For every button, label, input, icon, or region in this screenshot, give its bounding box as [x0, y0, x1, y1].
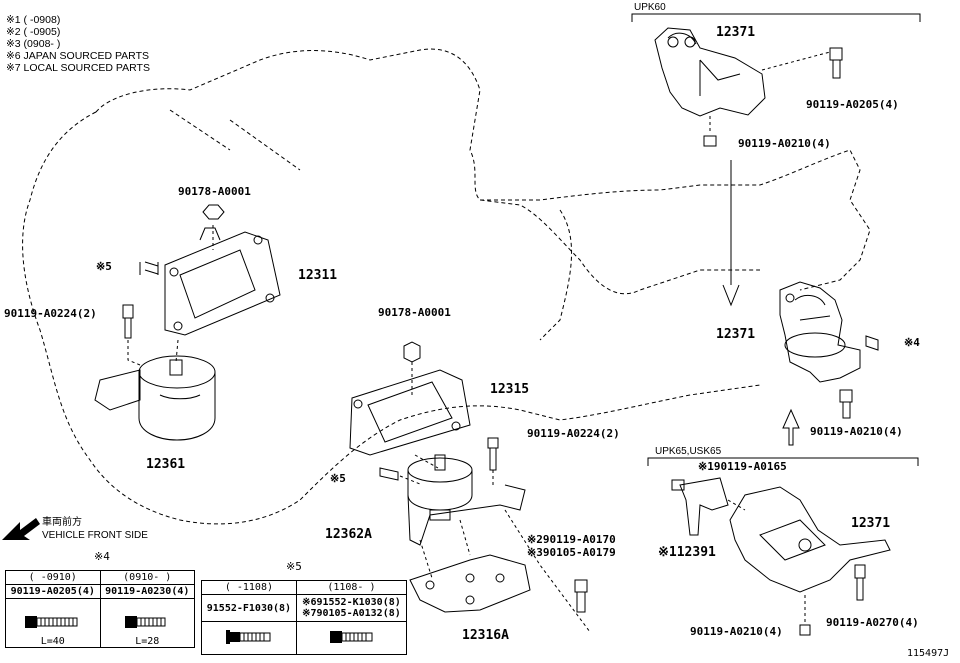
part-90178-a0001-left[interactable]: 90178-A0001 [178, 185, 251, 198]
part-12361[interactable]: 12361 [146, 457, 186, 472]
table4-bolt-cell-1: L=28 [99, 598, 195, 648]
part-12315[interactable]: 12315 [490, 382, 530, 397]
part-90119-a0210-mid[interactable]: 90119-A0210(4) [810, 425, 903, 438]
part-90119-a0170[interactable]: ※290119-A0170 [527, 533, 616, 546]
table5-marker: ※5 [286, 560, 302, 573]
part-12371-top[interactable]: 12371 [716, 25, 756, 40]
part-12362a[interactable]: 12362A [325, 527, 372, 542]
variant-label-upk60: UPK60 [634, 2, 666, 13]
table5-bolt-cell-1 [295, 621, 408, 655]
table4-header-1: (0910- ) [99, 570, 195, 585]
mount-12361 [94, 355, 216, 441]
part-90119-a0165[interactable]: ※190119-A0165 [698, 460, 787, 473]
spec-table-4: ( -0910) (0910- ) 90119-A0205(4) 90119-A… [5, 570, 195, 648]
spec-table-5: ( -1108) (1108- ) 91552-F1030(8) ※691552… [201, 580, 408, 655]
mount-12371-bot [729, 486, 891, 593]
table4-length-0: L=40 [40, 636, 65, 647]
bolt-short-icon [125, 616, 166, 628]
part-12311[interactable]: 12311 [298, 268, 338, 283]
part-90119-a0270[interactable]: 90119-A0270(4) [826, 616, 919, 629]
part-90178-a0001-mid[interactable]: 90178-A0001 [378, 306, 451, 319]
table5-header-0: ( -1108) [201, 580, 297, 595]
part-90119-a0224-mid[interactable]: 90119-A0224(2) [527, 427, 620, 440]
part-12391[interactable]: ※112391 [658, 545, 716, 560]
bracket-12315 [349, 369, 471, 456]
bracket-12311 [164, 227, 281, 336]
table5-right-part-1[interactable]: ※790105-A0132(8) [302, 608, 401, 619]
part-90119-a0210-top[interactable]: 90119-A0210(4) [738, 137, 831, 150]
table5-left-part[interactable]: 91552-F1030(8) [201, 594, 297, 622]
bracket-12316a [409, 554, 531, 613]
table5-right-parts-cell: ※691552-K1030(8) ※790105-A0132(8) [295, 594, 408, 622]
note4-right: ※4 [904, 336, 920, 349]
note-6: ※6 JAPAN SOURCED PARTS [6, 50, 149, 62]
bracket-12391 [679, 477, 729, 536]
variant-label-upk65: UPK65,USK65 [655, 446, 722, 457]
part-90119-a0205[interactable]: 90119-A0205(4) [806, 98, 899, 111]
engine-outline [22, 48, 871, 525]
part-90119-a0210-bot[interactable]: 90119-A0210(4) [690, 625, 783, 638]
part-90119-a0224-left[interactable]: 90119-A0224(2) [4, 307, 97, 320]
part-12316a[interactable]: 12316A [462, 628, 509, 643]
note-2: ※2 ( -0905) [6, 26, 61, 38]
note-7: ※7 LOCAL SOURCED PARTS [6, 62, 150, 74]
note-1: ※1 ( -0908) [6, 14, 61, 26]
mount-12371-mid [779, 281, 861, 383]
direction-label-jp: 車両前方 [42, 517, 82, 528]
front-direction-arrow [2, 518, 40, 540]
note-3: ※3 (0908- ) [6, 38, 61, 50]
table5-header-1: (1108- ) [295, 580, 408, 595]
table4-marker: ※4 [94, 550, 110, 563]
note5-mid: ※5 [330, 472, 346, 485]
table4-length-1: L=28 [135, 636, 160, 647]
note5-left: ※5 [96, 260, 112, 273]
table5-right-part-0[interactable]: ※691552-K1030(8) [302, 597, 401, 608]
part-12371-bot[interactable]: 12371 [851, 516, 891, 531]
table5-bolt-cell-0 [201, 621, 297, 655]
mount-12371-top [654, 27, 766, 117]
bolt-long-icon [24, 616, 78, 628]
flange-bolt-icon [225, 629, 271, 644]
table4-part-1[interactable]: 90119-A0230(4) [99, 584, 195, 599]
part-12371-mid[interactable]: 12371 [716, 327, 756, 342]
hex-bolt-icon [330, 630, 373, 643]
mount-12362a [407, 454, 526, 546]
notes-legend: ※1 ( -0908) ※2 ( -0905) ※3 (0908- ) ※6 J… [6, 14, 150, 74]
table4-part-0[interactable]: 90119-A0205(4) [5, 584, 101, 599]
table4-bolt-cell-0: L=40 [5, 598, 101, 648]
figure-id: 115497J [907, 648, 950, 659]
part-90105-a0179[interactable]: ※390105-A0179 [527, 546, 616, 559]
table4-header-0: ( -0910) [5, 570, 101, 585]
direction-label-en: VEHICLE FRONT SIDE [42, 530, 148, 541]
